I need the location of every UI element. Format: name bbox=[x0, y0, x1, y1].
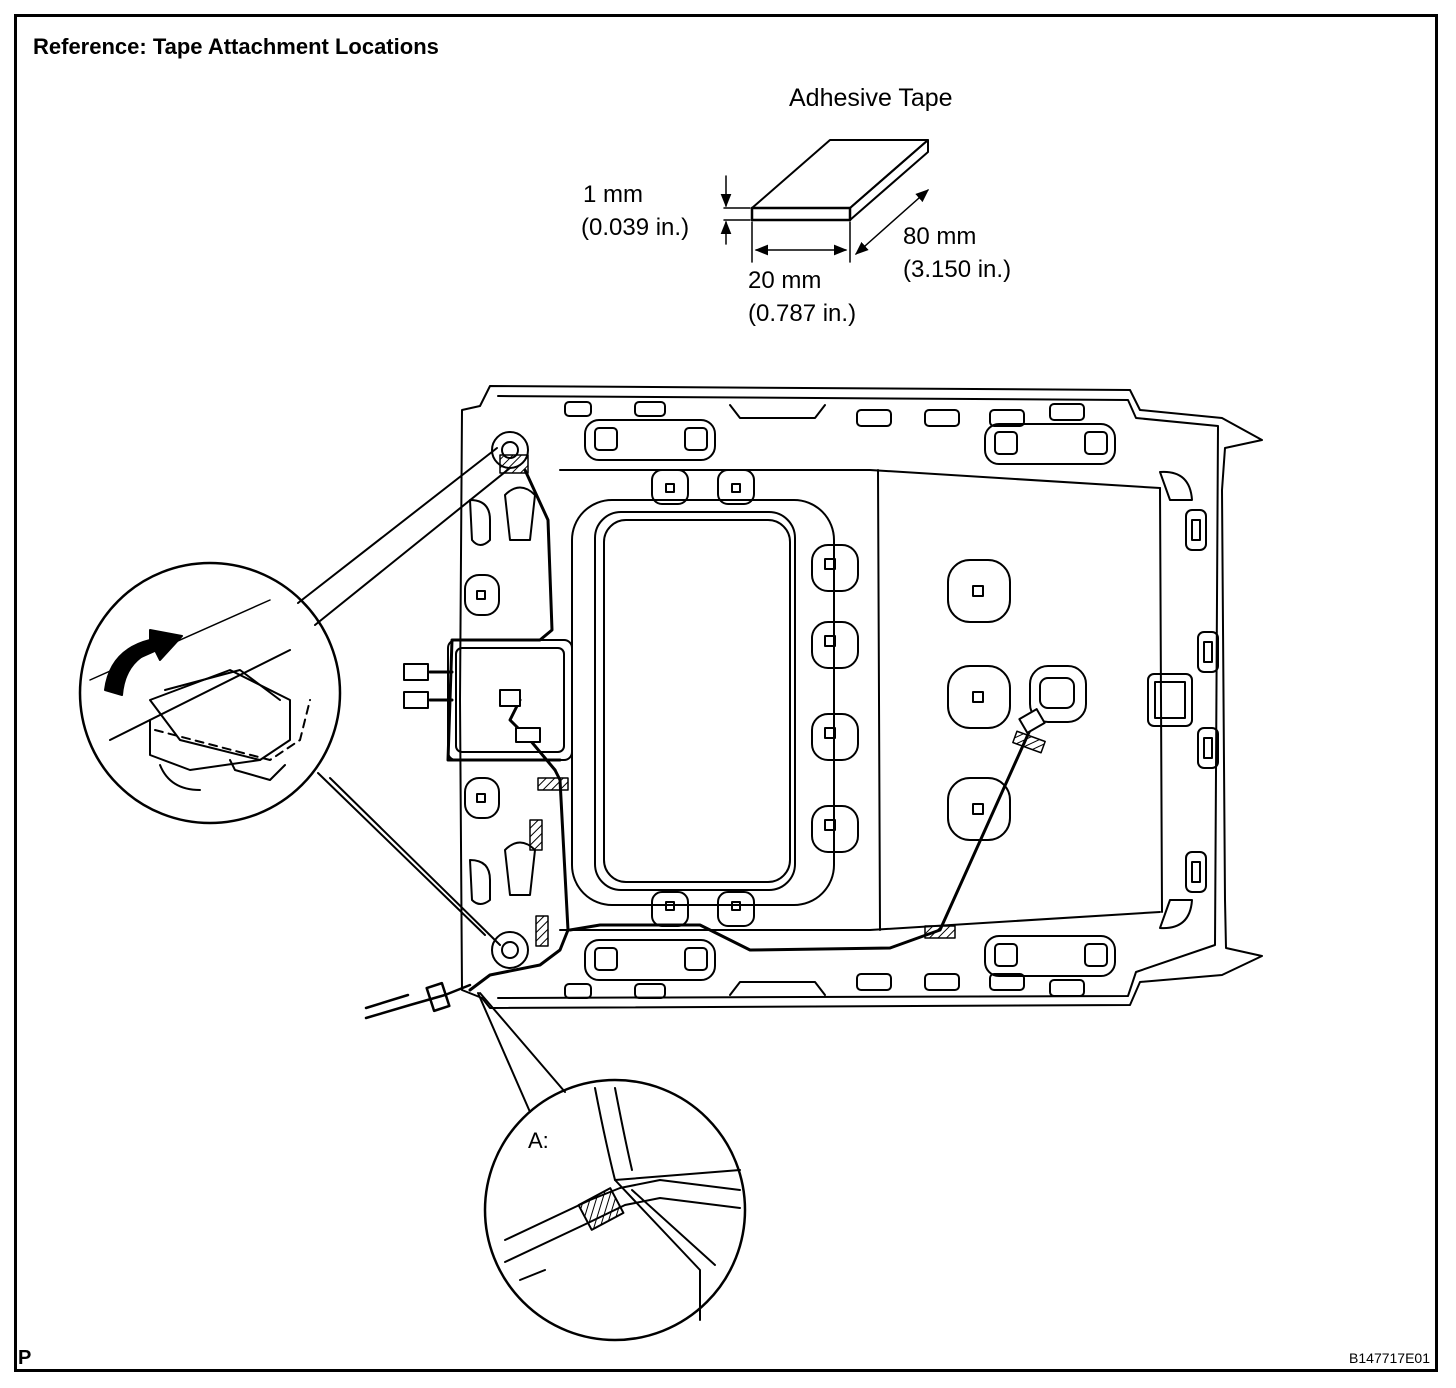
callout-a-label: A: bbox=[528, 1128, 549, 1153]
headliner-outline bbox=[459, 385, 1263, 1009]
sunroof-clips bbox=[651, 469, 859, 927]
width-in-label: (0.787 in.) bbox=[748, 300, 857, 327]
tape-marks bbox=[499, 454, 1046, 947]
antenna-cable bbox=[364, 981, 472, 1020]
diagram-title: Reference: Tape Attachment Locations bbox=[33, 34, 439, 59]
magnifier-upper bbox=[78, 447, 511, 946]
thickness-mm-label: 1 mm bbox=[583, 181, 643, 208]
length-in-label: (3.150 in.) bbox=[903, 256, 1012, 283]
rear-pads bbox=[947, 470, 1219, 930]
connectors bbox=[403, 663, 1046, 743]
bottom-edge-features bbox=[564, 935, 1116, 999]
magnifier-a bbox=[477, 992, 747, 1342]
footer-p-mark: P bbox=[18, 1347, 32, 1369]
top-edge-features bbox=[564, 401, 1116, 465]
diagram-frame bbox=[14, 14, 1438, 1372]
sunroof-opening bbox=[571, 499, 835, 906]
width-mm-label: 20 mm bbox=[748, 267, 822, 294]
thickness-in-label: (0.039 in.) bbox=[581, 214, 690, 241]
adhesive-tape-illustration bbox=[720, 139, 930, 263]
figure-code: B147717E01 bbox=[1349, 1350, 1430, 1366]
adhesive-tape-label: Adhesive Tape bbox=[789, 84, 953, 112]
